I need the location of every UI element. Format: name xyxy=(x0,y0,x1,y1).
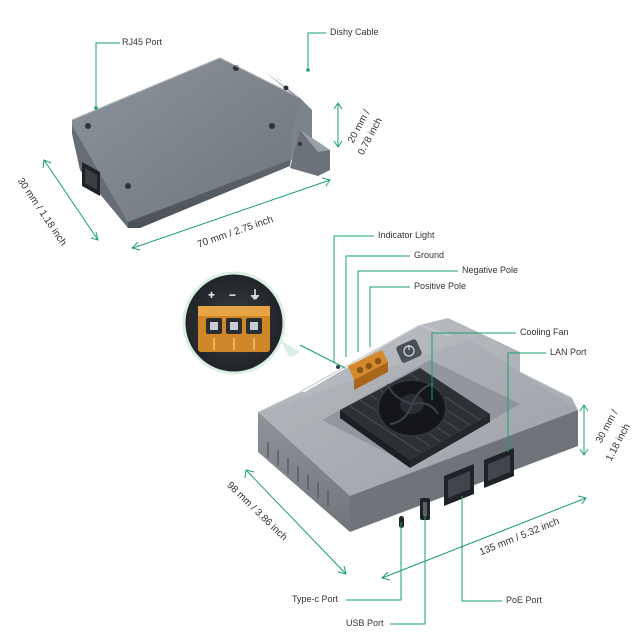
rj45-port-graphic xyxy=(82,162,100,196)
positive-pole-leader xyxy=(369,286,410,347)
poe-port-graphic xyxy=(444,464,474,506)
typec-port-leader xyxy=(346,522,402,601)
indicator-light-label: Indicator Light xyxy=(378,230,435,240)
usb-port-leader xyxy=(390,514,426,625)
ground-symbol-icon: ⏚ xyxy=(249,288,262,302)
typec-port-label: Type-c Port xyxy=(292,594,339,604)
negative-pole-label: Negative Pole xyxy=(462,265,519,275)
cooling-fan-label: Cooling Fan xyxy=(520,327,569,337)
bottom-device xyxy=(258,318,578,532)
bottom-width-dimension-line xyxy=(381,497,587,579)
negative-symbol: − xyxy=(229,288,237,302)
poe-port-leader xyxy=(461,496,502,602)
cooling-fan-leader xyxy=(431,332,516,400)
top-depth-dimension-line xyxy=(43,159,99,241)
poe-port-label: PoE Port xyxy=(506,595,543,605)
lan-port-graphic xyxy=(484,448,514,488)
top-width-dimension-line xyxy=(132,179,331,249)
power-button-icon xyxy=(396,339,422,363)
bottom-device-left-side xyxy=(258,412,350,532)
usb-port-label: USB Port xyxy=(346,618,384,628)
indicator-light-leader xyxy=(333,235,374,362)
positive-pole-label: Positive Pole xyxy=(414,281,467,291)
ground-leader xyxy=(345,255,410,357)
dishy-cable-leader xyxy=(307,32,326,70)
lan-port-label: LAN Port xyxy=(550,347,587,357)
indicator-light-graphic xyxy=(336,365,340,369)
positive-symbol: + xyxy=(208,288,216,302)
terminal-block xyxy=(348,350,388,390)
lan-port-leader xyxy=(507,352,546,452)
fan-icon xyxy=(377,379,447,437)
usb-port-graphic xyxy=(420,498,430,520)
bottom-depth-dimension-line xyxy=(245,469,347,575)
rj45-port-label: RJ45 Port xyxy=(122,37,163,47)
terminal-zoom-inset xyxy=(182,271,346,375)
top-device-front-face xyxy=(128,160,290,228)
dishy-cable-label: Dishy Cable xyxy=(330,27,379,37)
top-device xyxy=(71,57,330,228)
bottom-callouts xyxy=(244,235,589,625)
ground-label: Ground xyxy=(414,250,445,260)
rj45-port-leader xyxy=(95,42,120,108)
negative-pole-leader xyxy=(357,270,458,352)
top-callouts xyxy=(42,32,343,251)
